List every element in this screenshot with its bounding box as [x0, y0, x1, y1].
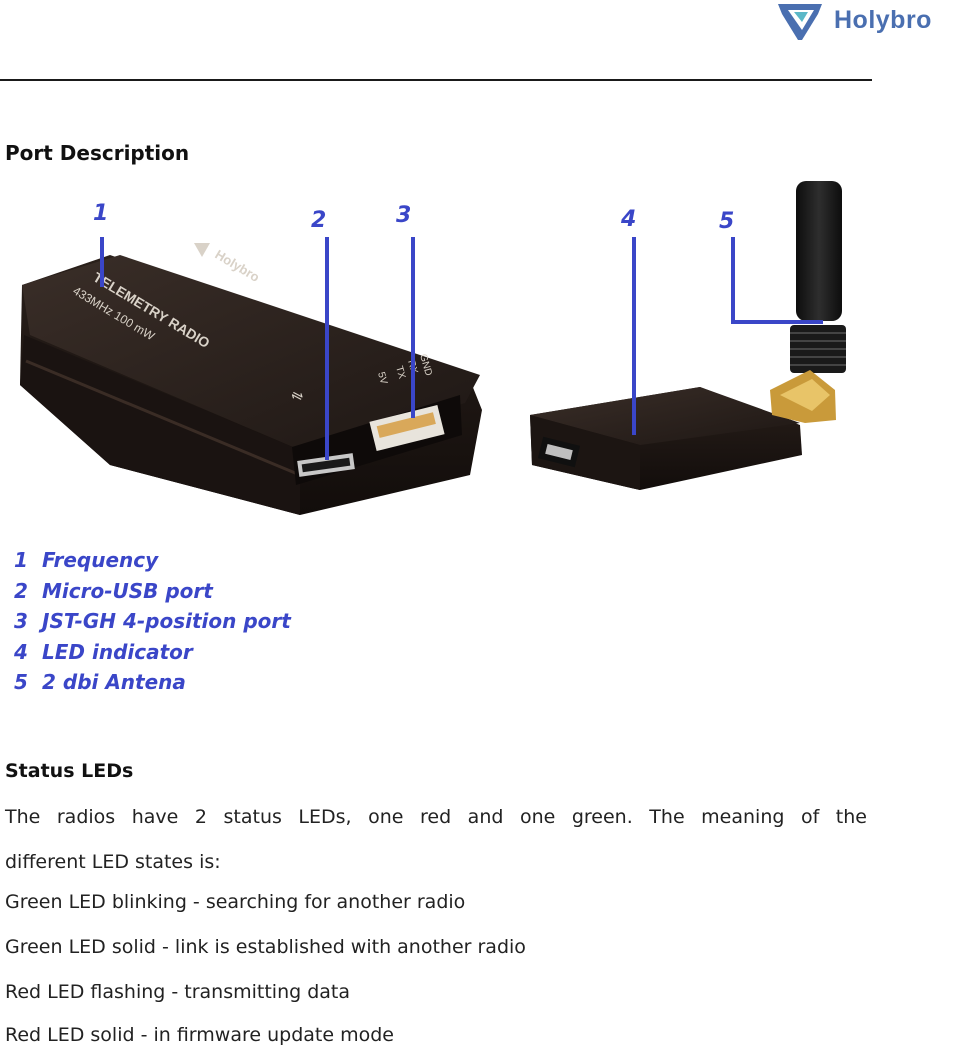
callout-4: 4: [620, 207, 636, 232]
pin-5v: 5V: [375, 371, 389, 386]
callout-5: 5: [719, 209, 734, 234]
status-leds-title: Status LEDs: [5, 760, 134, 782]
callout-3: 3: [396, 203, 411, 228]
led-state-red-flashing: Red LED flashing - transmitting data: [5, 981, 351, 1003]
status-intro-line-2: different LED states is:: [5, 851, 221, 873]
port-description-title: Port Description: [5, 141, 190, 165]
telemetry-radio-photo: TELEMETRY RADIO 433MHz 100 mW Holybro ⇌ …: [20, 181, 846, 515]
callout-1: 1: [93, 201, 108, 226]
antenna: [770, 181, 846, 423]
callout-labels: 1 2 3 4 5: [93, 201, 734, 234]
brand-logo: Holybro: [774, 0, 976, 44]
brand-name: Holybro: [834, 6, 932, 34]
small-radio-module: [530, 387, 802, 490]
status-intro-line-1: The radios have 2 status LEDs, one red a…: [5, 806, 867, 828]
callout-line-5: [731, 237, 823, 324]
led-state-green-solid: Green LED solid - link is established wi…: [5, 936, 526, 958]
led-state-red-solid: Red LED solid - in firmware update mode: [5, 1024, 394, 1046]
callout-2: 2: [311, 208, 326, 233]
pin-tx: TX: [393, 365, 407, 381]
led-state-green-blinking: Green LED blinking - searching for anoth…: [5, 891, 466, 913]
radio-label-brand: Holybro: [212, 247, 262, 285]
holybro-shield-icon: [778, 4, 822, 40]
large-radio-module: TELEMETRY RADIO 433MHz 100 mW Holybro ⇌ …: [20, 243, 482, 515]
callout-lines: [100, 237, 823, 460]
header-rule: [0, 79, 872, 81]
